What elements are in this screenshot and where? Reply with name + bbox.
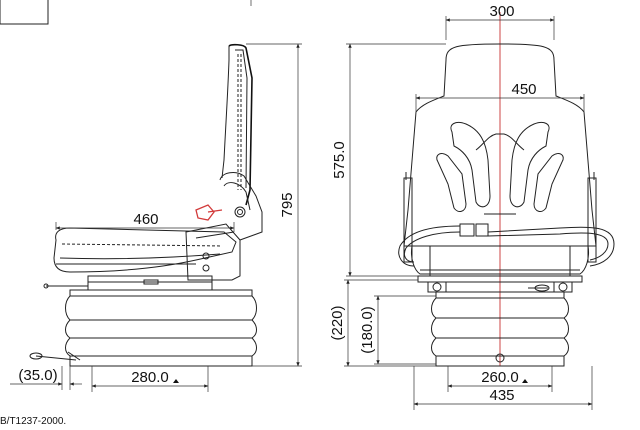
front-seat-cushion (411, 245, 589, 275)
dim-suspension-180: (180.0) (359, 295, 436, 365)
dim-base-280: 280.0 (91, 366, 209, 392)
dim-base-435: 435 (413, 366, 593, 410)
dim-seat-depth: 460 (55, 211, 235, 232)
reference-code: B/T1237-2000. (0, 416, 66, 427)
label-35: (35.0) (18, 367, 57, 384)
label-300: 300 (489, 3, 514, 20)
label-450: 450 (511, 81, 536, 98)
dim-base-260: 260.0 (447, 366, 553, 392)
dim-back-450: 450 (415, 81, 585, 112)
label-180: (180.0) (359, 306, 376, 354)
label-435: 435 (489, 387, 514, 404)
front-side-brackets (403, 172, 597, 263)
label-575: 575.0 (331, 141, 348, 179)
recline-lever (195, 204, 223, 221)
dim-left-35: (35.0) (10, 366, 82, 390)
dim-top-300: 300 (445, 3, 555, 40)
front-view: 300 450 575.0 (220) (180.0) (329, 3, 615, 410)
cable-loop (398, 223, 615, 267)
label-460: 460 (133, 211, 158, 228)
front-base-plate (417, 275, 583, 293)
label-795: 795 (279, 192, 296, 217)
side-hinge-bracket (185, 172, 263, 281)
side-seat-cushion (53, 227, 237, 273)
backrest-pattern (436, 121, 564, 215)
label-220: (220) (329, 305, 346, 340)
label-280: 280.0 (131, 369, 169, 386)
dim-overall-height: 795 (246, 43, 302, 367)
height-adjust-lever (29, 351, 81, 361)
dim-suspension-220: (220) (329, 279, 436, 367)
side-backrest (221, 43, 253, 206)
label-260: 260.0 (481, 369, 519, 386)
side-suspension-bellows (65, 289, 257, 367)
side-view: 460 795 280.0 (35.0) (10, 43, 302, 392)
dim-height-575: 575.0 (331, 43, 446, 277)
side-slide-rail (43, 275, 213, 291)
title-box-corner (0, 0, 252, 25)
